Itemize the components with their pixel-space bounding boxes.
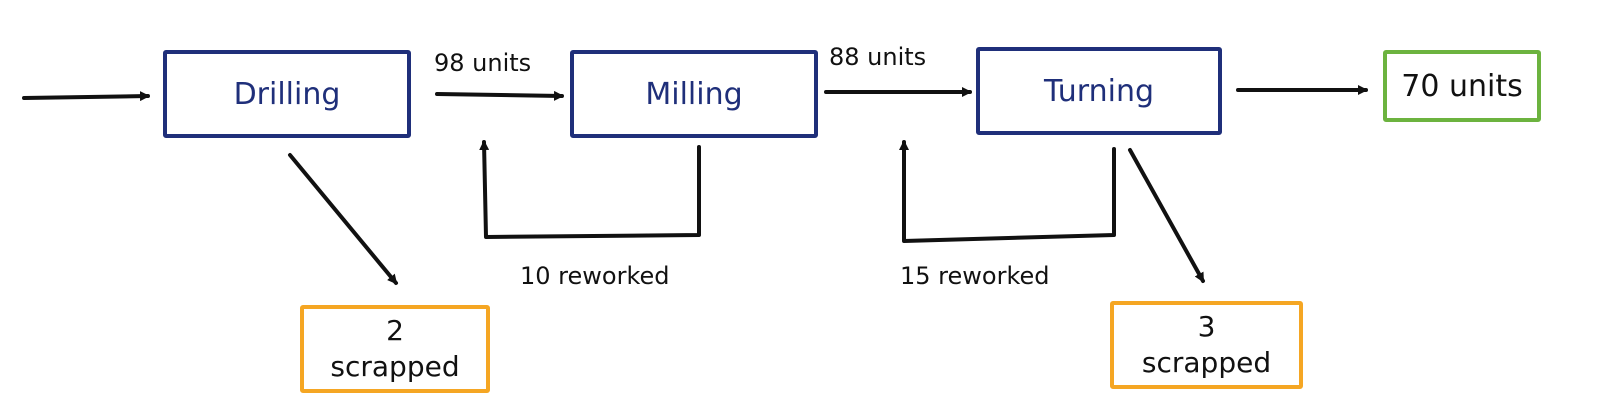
scrap-box-drilling: 2 scrapped (300, 305, 490, 393)
drilling-scrap-arrow (288, 153, 398, 285)
scrap-label-turning: scrapped (1141, 346, 1272, 379)
flow-label-drilling-milling: 98 units (434, 49, 532, 77)
input-arrow (22, 91, 150, 102)
rework-label-turning: 15 reworked (900, 262, 1050, 290)
process-drilling: Drilling (163, 50, 411, 138)
scrap-label-drilling: scrapped (330, 350, 460, 383)
output-box: 70 units (1383, 50, 1541, 122)
flow-label-milling-turning: 88 units (829, 43, 927, 71)
milling-rework-arrow (479, 140, 701, 239)
turning-rework-arrow (899, 140, 1116, 243)
drilling-to-milling-arrow (435, 90, 564, 101)
scrap-count-drilling: 2 (386, 314, 404, 347)
process-milling: Milling (570, 50, 818, 138)
process-turning: Turning (976, 47, 1222, 135)
scrap-box-turning: 3 scrapped (1110, 301, 1303, 389)
rework-label-milling: 10 reworked (520, 262, 670, 290)
turning-scrap-arrow (1128, 148, 1205, 283)
scrap-count-turning: 3 (1197, 310, 1216, 343)
